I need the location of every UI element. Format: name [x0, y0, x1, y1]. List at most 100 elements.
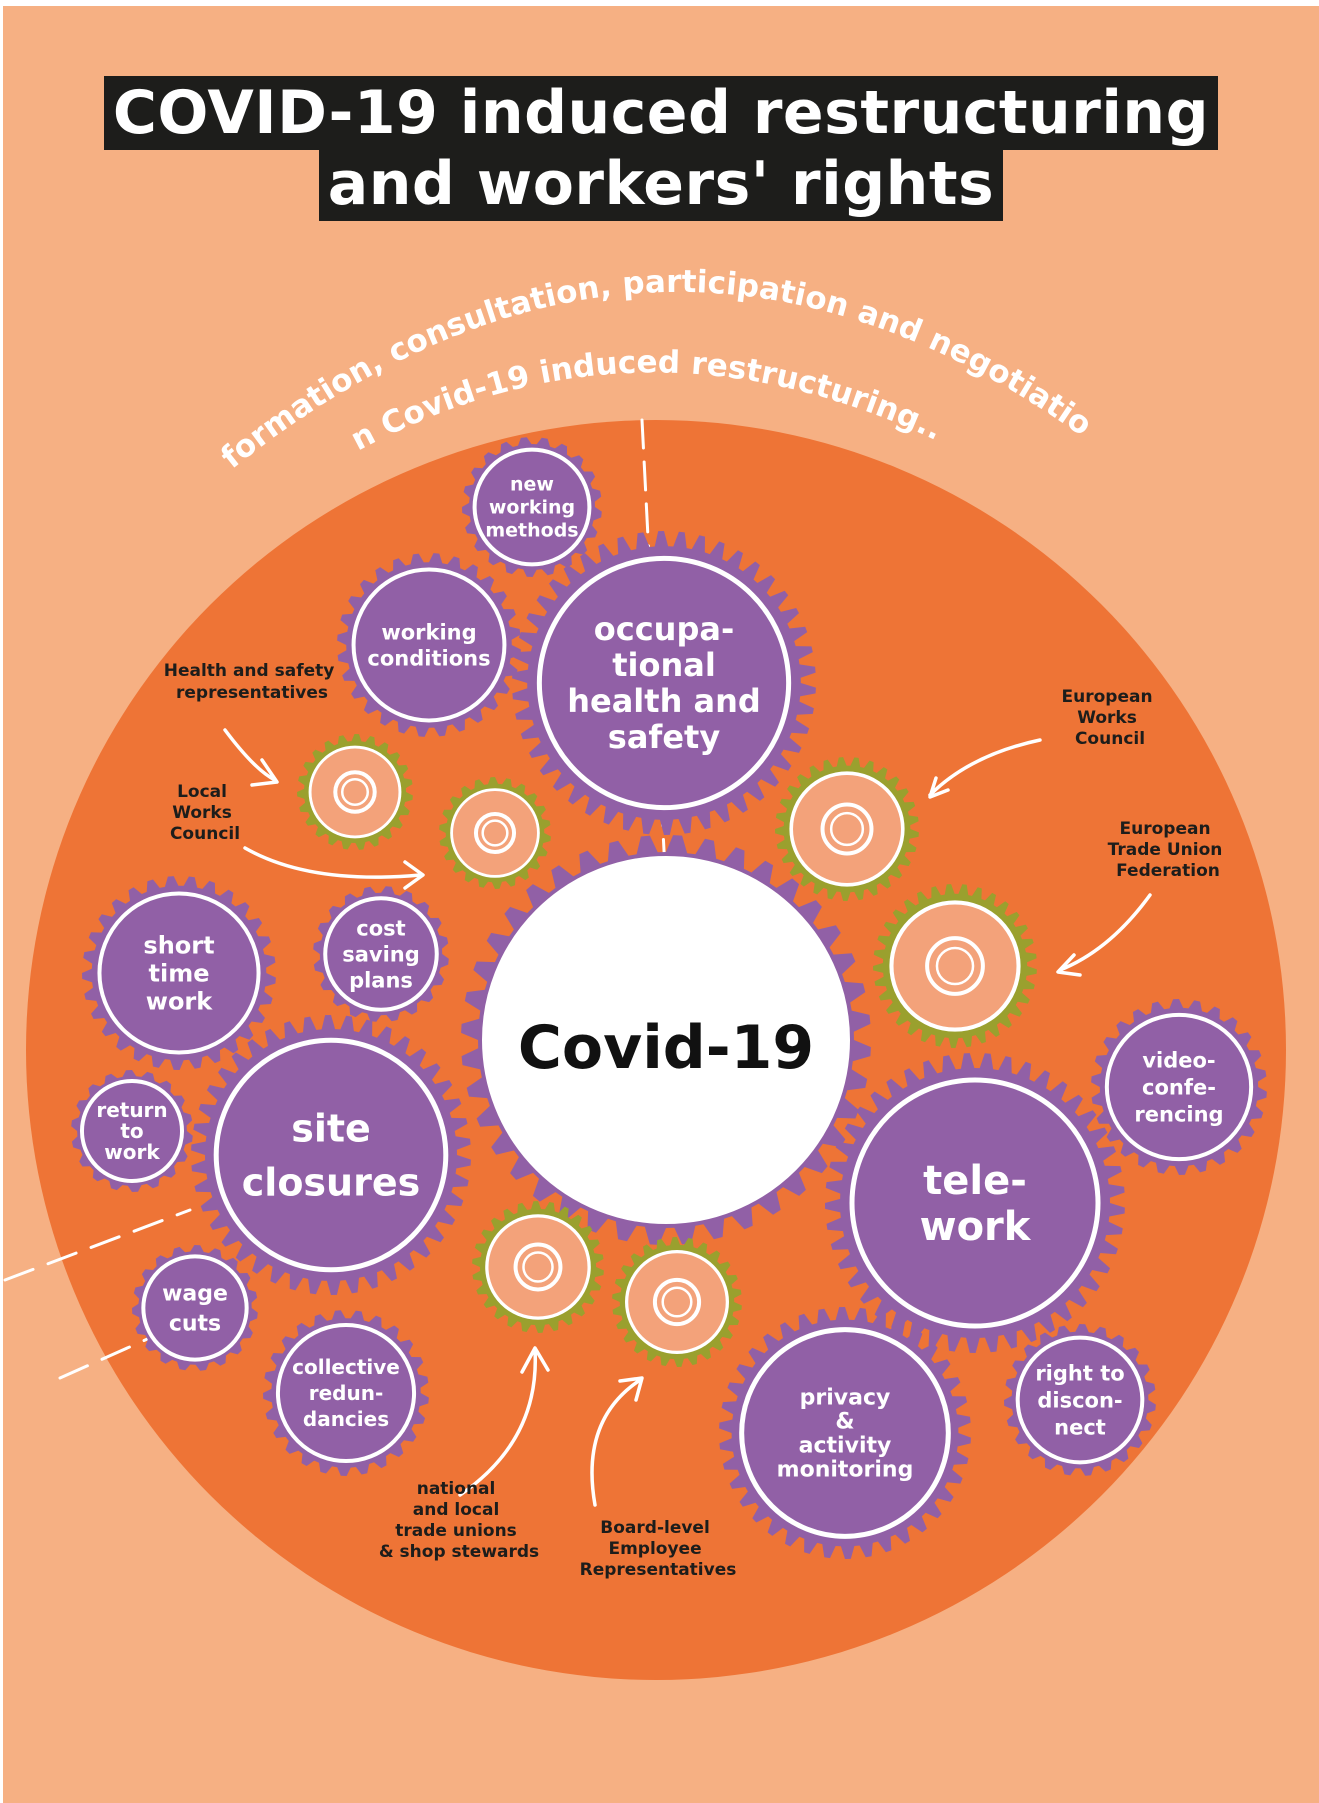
- gear-label-line: work: [104, 1140, 160, 1164]
- covid-gear-face: [481, 855, 851, 1225]
- gear-cost-saving-plans: [313, 886, 449, 1022]
- gear-right-to-disconnect: [1004, 1324, 1156, 1476]
- gear-ring-privacy-monitoring: [739, 1327, 951, 1539]
- actor-gear-face: [488, 1217, 588, 1317]
- gear-label-line: monitoring: [777, 1458, 914, 1483]
- actor-gear-face: [453, 791, 537, 875]
- actor-european-works-council-line: Works: [1077, 708, 1137, 728]
- arrow-etuf: [1056, 893, 1152, 977]
- gear-ring-site-closures: [213, 1037, 449, 1273]
- actor-gear-face: [311, 748, 399, 836]
- actor-gear-hub-inner: [661, 1286, 693, 1318]
- gear-ohs: [512, 531, 816, 835]
- gear-label-line: confe-: [1142, 1075, 1216, 1099]
- gear-label-line: privacy: [800, 1386, 891, 1411]
- actor-trade-unions-line: national: [417, 1479, 496, 1499]
- gear-label-line: tele-: [923, 1158, 1027, 1204]
- gear-label-wage-cuts: wage cuts: [162, 1282, 228, 1337]
- actor-gear-hub-outer: [925, 936, 985, 996]
- actor-health-safety-reps-line: representatives: [176, 683, 328, 703]
- gear-ring-wage-cuts: [141, 1254, 249, 1362]
- actor-gear-hub-inner: [829, 811, 865, 847]
- gear-label-line: safety: [608, 718, 721, 756]
- gear-new-working-methods: [462, 437, 602, 577]
- arrow-european-works-council: [928, 738, 1042, 799]
- actor-health-safety-reps-line: Health and safety: [164, 661, 335, 681]
- title-line-1-wrap: COVID-19 induced restructuring: [3, 76, 1319, 150]
- covid-gear-rim: [480, 854, 852, 1226]
- arrow-health-safety: [223, 728, 279, 787]
- actor-health-safety-reps: Health and safety representatives: [164, 661, 341, 703]
- gear-label-line: return: [96, 1098, 167, 1122]
- gear-label-line: right to: [1035, 1361, 1124, 1385]
- actor-gear-hub-inner: [340, 777, 370, 807]
- gear-label-line: wage: [162, 1282, 228, 1307]
- actor-gear-hub-outer: [473, 811, 517, 855]
- actor-gear-face: [793, 775, 901, 883]
- actor-trade-unions-line: trade unions: [395, 1521, 517, 1541]
- actor-gear-hub-inner: [481, 819, 509, 847]
- gear-label-line: to: [120, 1119, 143, 1143]
- gear-short-time-work: [82, 876, 276, 1070]
- gear-label-line: collective: [292, 1355, 400, 1379]
- gear-label-line: discon-: [1037, 1388, 1122, 1412]
- actor-gear-hub-outer: [333, 770, 377, 814]
- gear-label-line: activity: [799, 1434, 892, 1459]
- gear-ring-ohs: [536, 555, 792, 811]
- gear-ring-cost-saving-plans: [323, 896, 439, 1012]
- gear-label-line: plans: [349, 968, 413, 992]
- actor-gear-hub-outer: [652, 1277, 702, 1327]
- gear-return-to-work: [71, 1070, 193, 1192]
- actor-gear-hub-outer: [513, 1242, 563, 1292]
- arc-text-line-2-path: in Covid-19 induced restructuring...: [3, 6, 948, 458]
- actor-european-works-council: European Works Council: [1062, 687, 1159, 749]
- actor-board-level-line: Board-level: [600, 1518, 710, 1538]
- title-line-2: and workers' rights: [318, 147, 1004, 221]
- arrow-trade-unions: [458, 1346, 550, 1497]
- actor-european-works-council-line: Council: [1075, 729, 1145, 749]
- gear-working-conditions: [337, 553, 521, 737]
- actor-gear-hub-outer: [820, 802, 874, 856]
- actor-local-works-council-line: Local: [177, 782, 227, 802]
- gear-label-line: conditions: [367, 646, 490, 670]
- gear-label-line: saving: [342, 942, 420, 966]
- actor-local-works-council: Local Works Council: [170, 782, 240, 844]
- arc-text-line-1-path: Information, consultation, participation…: [3, 6, 1098, 476]
- gear-video-conferencing: [1091, 999, 1267, 1175]
- gear-label-video-conferencing: video-confe-rencing: [1134, 1048, 1223, 1126]
- title-line-1: COVID-19 induced restructuring: [103, 76, 1219, 150]
- gear-label-line: site: [291, 1106, 371, 1150]
- gear-site-closures: [191, 1015, 471, 1295]
- gear-label-line: new: [510, 474, 554, 496]
- gear-label-line: work: [920, 1204, 1032, 1250]
- gear-label-line: methods: [485, 520, 578, 542]
- gear-label-line: rencing: [1134, 1102, 1223, 1126]
- gear-label-line: cuts: [169, 1312, 221, 1337]
- gear-label-line: occupa-: [594, 610, 734, 648]
- gear-label-line: working: [381, 620, 476, 644]
- actor-etuf-line: European: [1120, 819, 1211, 839]
- gear-wage-cuts: [132, 1245, 258, 1371]
- arrows: [223, 728, 1152, 1507]
- actor-trade-unions-line: and local: [413, 1500, 500, 1520]
- gear-collective-redundancies: [263, 1310, 429, 1476]
- gear-ring-short-time-work: [97, 891, 261, 1055]
- actor-gear-hub-inner: [522, 1251, 554, 1283]
- gear-label-line: cost: [356, 916, 405, 940]
- arrow-local-works-council: [243, 846, 425, 890]
- arrow-board-level: [590, 1376, 644, 1507]
- actor-gear-face: [893, 904, 1017, 1028]
- actor-local-works-council-line: Council: [170, 824, 240, 844]
- gear-label-line: video-: [1142, 1048, 1215, 1072]
- gear-label-line: time: [149, 959, 210, 987]
- gear-ring-video-conferencing: [1104, 1012, 1254, 1162]
- gear-label-line: redun-: [309, 1381, 384, 1405]
- actor-local-works-council-line: Works: [172, 803, 232, 823]
- gear-ring-telework: [849, 1077, 1101, 1329]
- gear-label-line: working: [489, 497, 575, 519]
